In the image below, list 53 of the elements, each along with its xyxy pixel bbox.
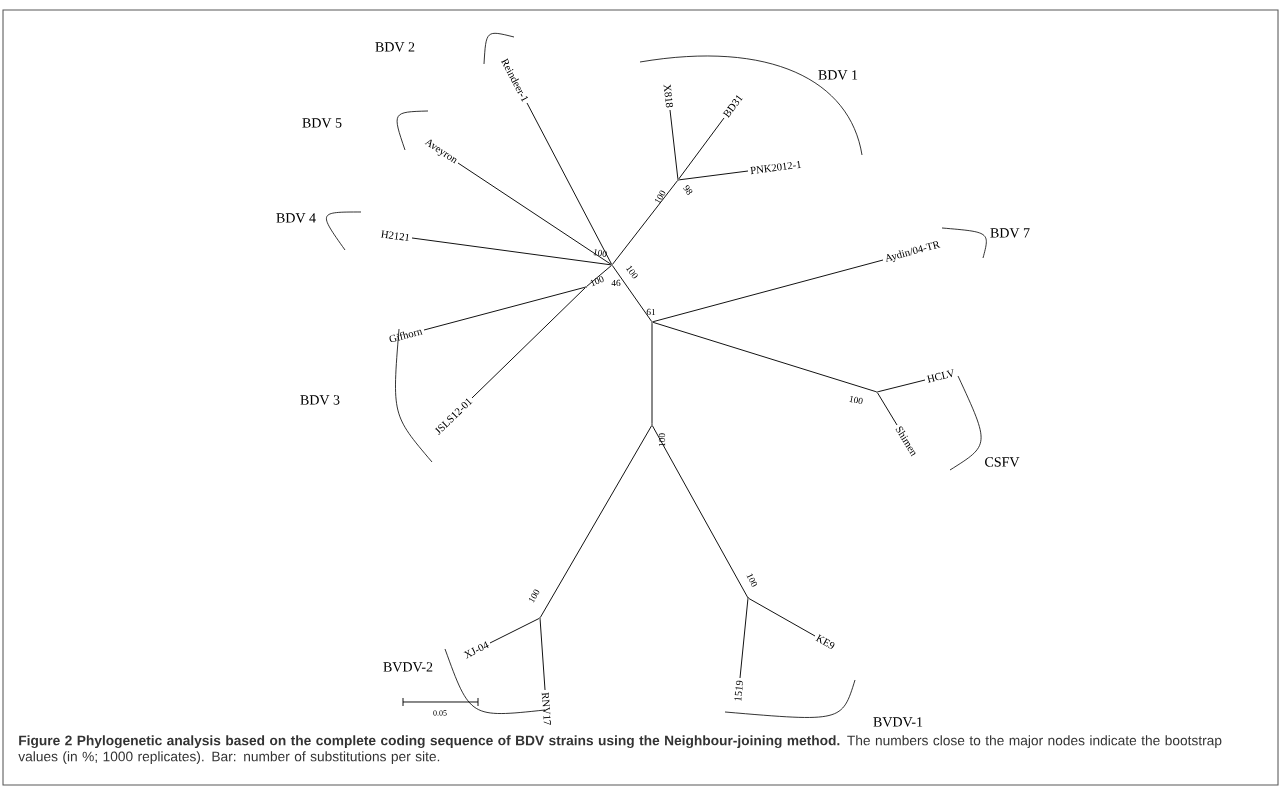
branch-line <box>748 598 816 637</box>
branch-line <box>411 237 612 266</box>
clade-label: BVDV-1 <box>873 717 923 727</box>
bootstrap-value: 100 <box>849 396 863 405</box>
branch-line <box>457 162 612 265</box>
branch-line <box>652 321 877 393</box>
branch-line <box>739 598 749 679</box>
branch-line <box>423 286 586 331</box>
branch-line <box>526 102 612 265</box>
strain-label: KE9 <box>815 634 835 649</box>
scale-value: 0.05 <box>433 710 447 716</box>
figure-caption: Figure 2 Phylogenetic analysis based on the complete coding sequence of BDV strains using the Neighbour-joining method. The numbers close to the major nodes indicate the bootstrap values (in %; 1000 replicates). Bar: number of substitutions per site. <box>18 735 1222 765</box>
branch-line <box>678 170 749 181</box>
strain-label: RNV17 <box>541 692 551 725</box>
clade-label: BDV 7 <box>990 228 1030 238</box>
strain-label: H2121 <box>380 230 409 242</box>
branch-line <box>586 265 612 287</box>
branch-line <box>612 180 678 265</box>
bootstrap-value: 100 <box>746 573 757 587</box>
strain-label: XJ-04 <box>463 641 489 659</box>
bootstrap-value: 100 <box>590 276 604 287</box>
branch-line <box>652 259 884 323</box>
branch-line <box>877 392 898 426</box>
strain-label: 1519 <box>734 680 744 701</box>
bootstrap-value: 100 <box>655 190 666 204</box>
branch-line <box>612 265 652 322</box>
bootstrap-value: 100 <box>529 589 540 603</box>
clade-label: BDV 3 <box>300 395 340 405</box>
bootstrap-value: 100 <box>625 265 638 279</box>
branch-line <box>539 618 546 691</box>
clade-label: CSFV <box>985 457 1020 467</box>
branch-line <box>471 287 586 399</box>
branch-line <box>540 425 652 618</box>
clade-label: BDV 2 <box>375 42 415 52</box>
strain-label: X818 <box>663 84 674 108</box>
strain-label: PNK2012-1 <box>750 160 802 175</box>
branch-line <box>652 425 748 598</box>
bootstrap-value: 46 <box>611 279 621 287</box>
clade-label: BVDV-2 <box>383 662 433 672</box>
bootstrap-value: 61 <box>646 308 656 316</box>
branch-line <box>678 117 725 180</box>
clade-label: BDV 1 <box>818 70 858 80</box>
clade-label: BDV 5 <box>302 118 342 128</box>
branch-line <box>669 109 679 180</box>
branch-line <box>489 618 540 644</box>
strain-label: Gifhorn <box>389 329 423 343</box>
bootstrap-value: 98 <box>683 185 693 195</box>
bootstrap-value: 100 <box>593 249 607 257</box>
branch-line <box>651 322 653 425</box>
strain-label: HCLV <box>926 369 954 383</box>
clade-label: BDV 4 <box>276 213 316 223</box>
bootstrap-value: 100 <box>658 433 666 447</box>
branch-line <box>877 379 926 393</box>
